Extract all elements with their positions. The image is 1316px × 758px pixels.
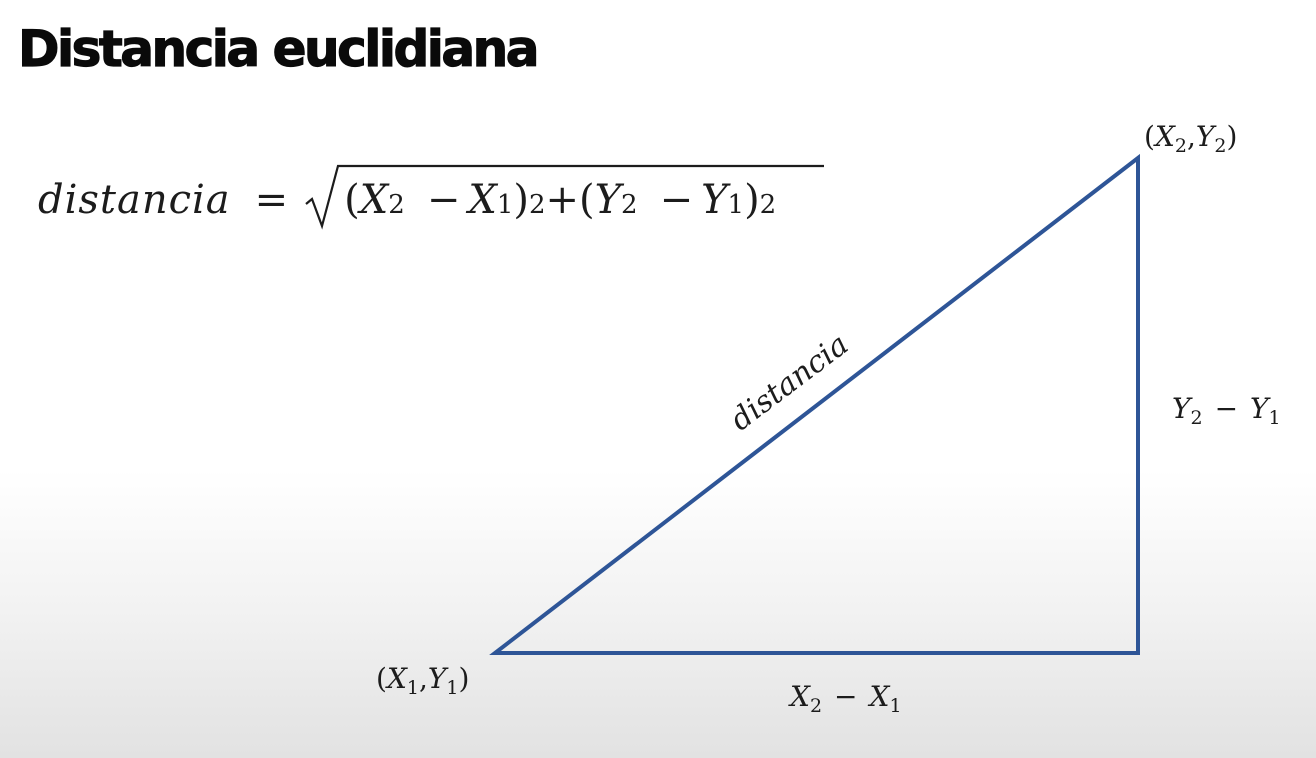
formula-x1: X <box>468 177 497 223</box>
formula-y2-sub: 2 <box>621 190 638 220</box>
formula-x2-sub: 2 <box>388 190 405 220</box>
point-1-label: (X1,Y1) <box>376 662 470 699</box>
formula-close-paren-1: ) <box>513 177 529 223</box>
formula-minus-1: − <box>426 177 461 223</box>
formula-x1-sub: 1 <box>496 190 514 220</box>
formula-y1: Y <box>701 177 728 223</box>
formula-open-paren-2: ( <box>579 177 595 223</box>
formula-lhs: distancia <box>38 177 231 223</box>
point-2-label: (X2,Y2) <box>1144 120 1238 157</box>
formula-open-paren-1: ( <box>344 177 360 223</box>
formula-equals: = <box>254 177 289 223</box>
vertical-leg-label: Y2−Y1 <box>1172 392 1281 429</box>
formula-exp-2: 2 <box>759 190 777 220</box>
formula-x2: X <box>359 177 389 223</box>
slide-title: Distancia euclidiana <box>17 20 540 78</box>
formula-minus-2: − <box>659 177 694 223</box>
formula-y2: Y <box>594 177 622 223</box>
formula-y1-sub: 1 <box>727 190 745 220</box>
right-triangle <box>489 153 1140 655</box>
radical-sign-icon <box>305 164 825 230</box>
formula-close-paren-2: ) <box>744 177 760 223</box>
formula-exp-1: 2 <box>528 190 546 220</box>
horizontal-leg-label: X2−X1 <box>790 680 902 717</box>
formula-plus: + <box>545 177 580 223</box>
